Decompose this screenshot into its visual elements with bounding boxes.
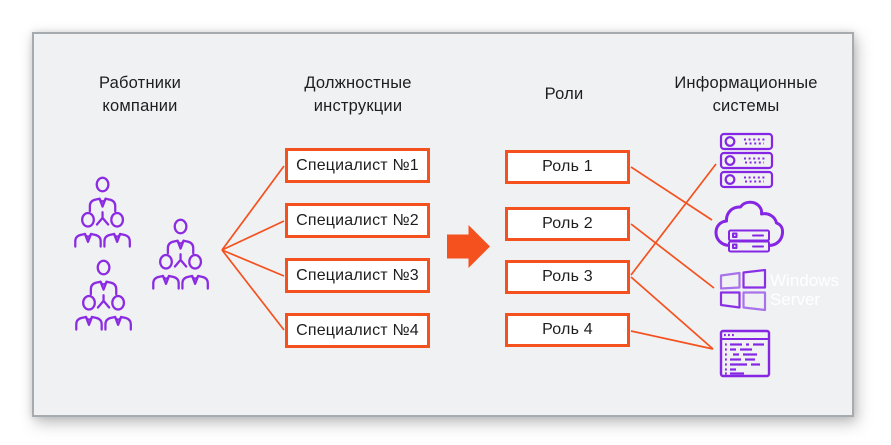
role-box-1: Роль 1 bbox=[505, 150, 630, 184]
role-box-4: Роль 4 bbox=[505, 313, 630, 347]
column-title-employees: Работники компании bbox=[98, 74, 182, 116]
role-box-3: Роль 3 bbox=[505, 260, 630, 294]
connector-line bbox=[221, 249, 285, 277]
connector-line bbox=[221, 165, 285, 251]
connector-line bbox=[630, 163, 717, 276]
connector-line bbox=[630, 330, 714, 350]
role-box-2: Роль 2 bbox=[505, 207, 630, 241]
connector-line bbox=[221, 249, 285, 331]
column-title-instructions: Должностные инструкции bbox=[304, 74, 412, 116]
team-icon bbox=[75, 178, 130, 247]
connector-line bbox=[221, 220, 285, 251]
team-icon bbox=[76, 261, 131, 330]
servers-icon bbox=[719, 132, 774, 189]
column-title-systems: Информационные системы bbox=[674, 74, 818, 116]
role-system-lines bbox=[630, 163, 717, 350]
connector-line bbox=[630, 223, 715, 289]
specialist-box-2: Специалист №2 bbox=[285, 203, 430, 238]
diagram-panel bbox=[32, 32, 854, 417]
specialist-box-4: Специалист №4 bbox=[285, 313, 430, 348]
cloud-server-icon bbox=[714, 200, 785, 253]
fan-lines bbox=[221, 165, 285, 331]
connector-line bbox=[630, 276, 714, 350]
specialist-box-1: Специалист №1 bbox=[285, 148, 430, 183]
column-title-roles: Роли bbox=[544, 85, 584, 103]
team-icon bbox=[153, 220, 208, 289]
windows-server-label: Windows Server bbox=[770, 271, 839, 310]
terminal-window-icon bbox=[719, 329, 771, 378]
connector-line bbox=[630, 166, 713, 221]
flow-arrow-icon bbox=[447, 225, 490, 268]
specialist-box-3: Специалист №3 bbox=[285, 258, 430, 293]
windows-logo-icon bbox=[719, 268, 767, 312]
